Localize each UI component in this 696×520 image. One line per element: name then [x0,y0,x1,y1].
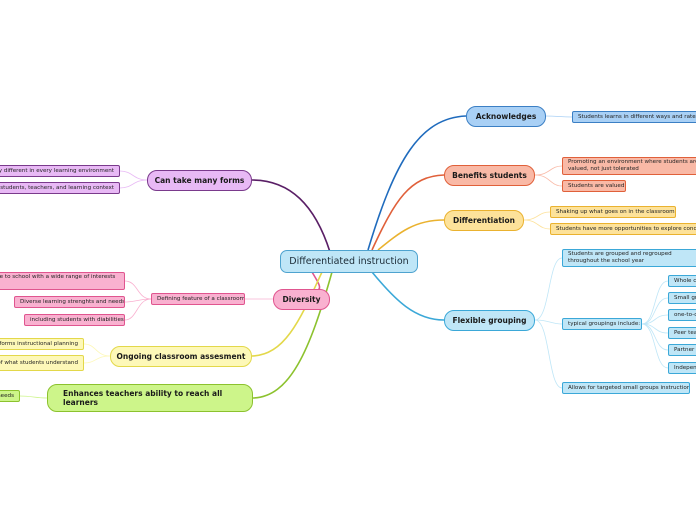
link-assess-sub1 [83,343,111,357]
forms-item-2[interactable]: Based on students, teachers, and learnin… [0,182,120,194]
link-forms-sub1 [119,170,148,181]
link-flex-sub3 [534,319,563,389]
differentiation-item-2[interactable]: Students have more opportunities to expl… [550,223,696,235]
branch-ongoing-classroom-assessment[interactable]: Ongoing classroom assesment [110,346,252,367]
central-topic[interactable]: Differentiated instruction [280,250,418,273]
grouping-item-4[interactable]: Peer teaching [668,327,696,339]
link-enh-sub1 [19,395,48,399]
diversity-defining-feature[interactable]: Defining feature of a classroom [151,293,245,305]
link-benefits [371,174,445,251]
branch-benefits-students[interactable]: Benefits students [444,165,535,186]
link-forms-sub2 [119,179,148,189]
grouping-item-5[interactable]: Partner learning [668,344,696,356]
branch-flexible-grouping[interactable]: Flexible grouping [444,310,535,331]
branch-can-take-many-forms[interactable]: Can take many forms [147,170,252,191]
grouping-item-3[interactable]: one-to-one [668,309,696,321]
link-div-sub3 [124,298,152,321]
link-forms [251,179,331,253]
link-flex-sub1 [534,257,563,321]
assessment-item-2[interactable]: Tracks growth of what students understan… [0,355,84,371]
branch-acknowledges[interactable]: Acknowledges [466,106,546,127]
acknowledges-item-1[interactable]: Students learns in different ways and ra… [572,111,696,123]
link-group-2 [641,297,669,325]
enhances-item-1[interactable]: To meet their needs [0,390,20,402]
assessment-item-1[interactable]: Informs instructional planning [0,338,84,350]
link-acknowledges [367,115,467,251]
link-assess-sub2 [83,355,111,364]
grouping-item-1[interactable]: Whole class [668,275,696,287]
link-group-6 [641,323,669,369]
benefits-item-1[interactable]: Promoting an environment where students … [562,157,696,175]
forms-item-1[interactable]: Is very different in every learning envi… [0,165,120,177]
link-group-1 [641,280,669,325]
branch-enhances-teachers-ability[interactable]: Enhances teachers ability to reach all l… [47,384,253,412]
flexible-item-grouped[interactable]: Students are grouped and regrouped throu… [562,249,696,267]
link-group-3 [641,314,669,325]
link-div-sub1 [124,280,152,300]
diversity-item-3[interactable]: including students with diabilities [24,314,125,326]
diversity-item-2[interactable]: Diverse learning strenghts and needs [14,296,125,308]
flexible-item-targeted[interactable]: Allows for targeted small groups instruc… [562,382,690,394]
grouping-item-2[interactable]: Small groups [668,292,696,304]
benefits-item-2[interactable]: Students are valued [562,180,626,192]
flexible-item-typical-groupings[interactable]: typical groupings include: [562,318,642,330]
link-diff-sub2 [523,219,551,230]
link-ben-sub1 [534,165,563,176]
differentiation-item-1[interactable]: Shaking up what goes on in the classroom [550,206,676,218]
link-differentiation [377,219,445,251]
link-flex-sub2 [534,319,563,325]
link-flexible [371,271,445,321]
link-assessment [251,271,323,357]
link-diff-sub1 [523,211,551,221]
branch-differentiation[interactable]: Differentiation [444,210,524,231]
branch-diversity[interactable]: Diversity [273,289,330,310]
diversity-item-1[interactable]: Students come to school with a wide rang… [0,272,125,290]
link-ben-sub2 [534,174,563,187]
grouping-item-6[interactable]: Independent work [668,362,696,374]
link-ack-sub [544,115,573,118]
